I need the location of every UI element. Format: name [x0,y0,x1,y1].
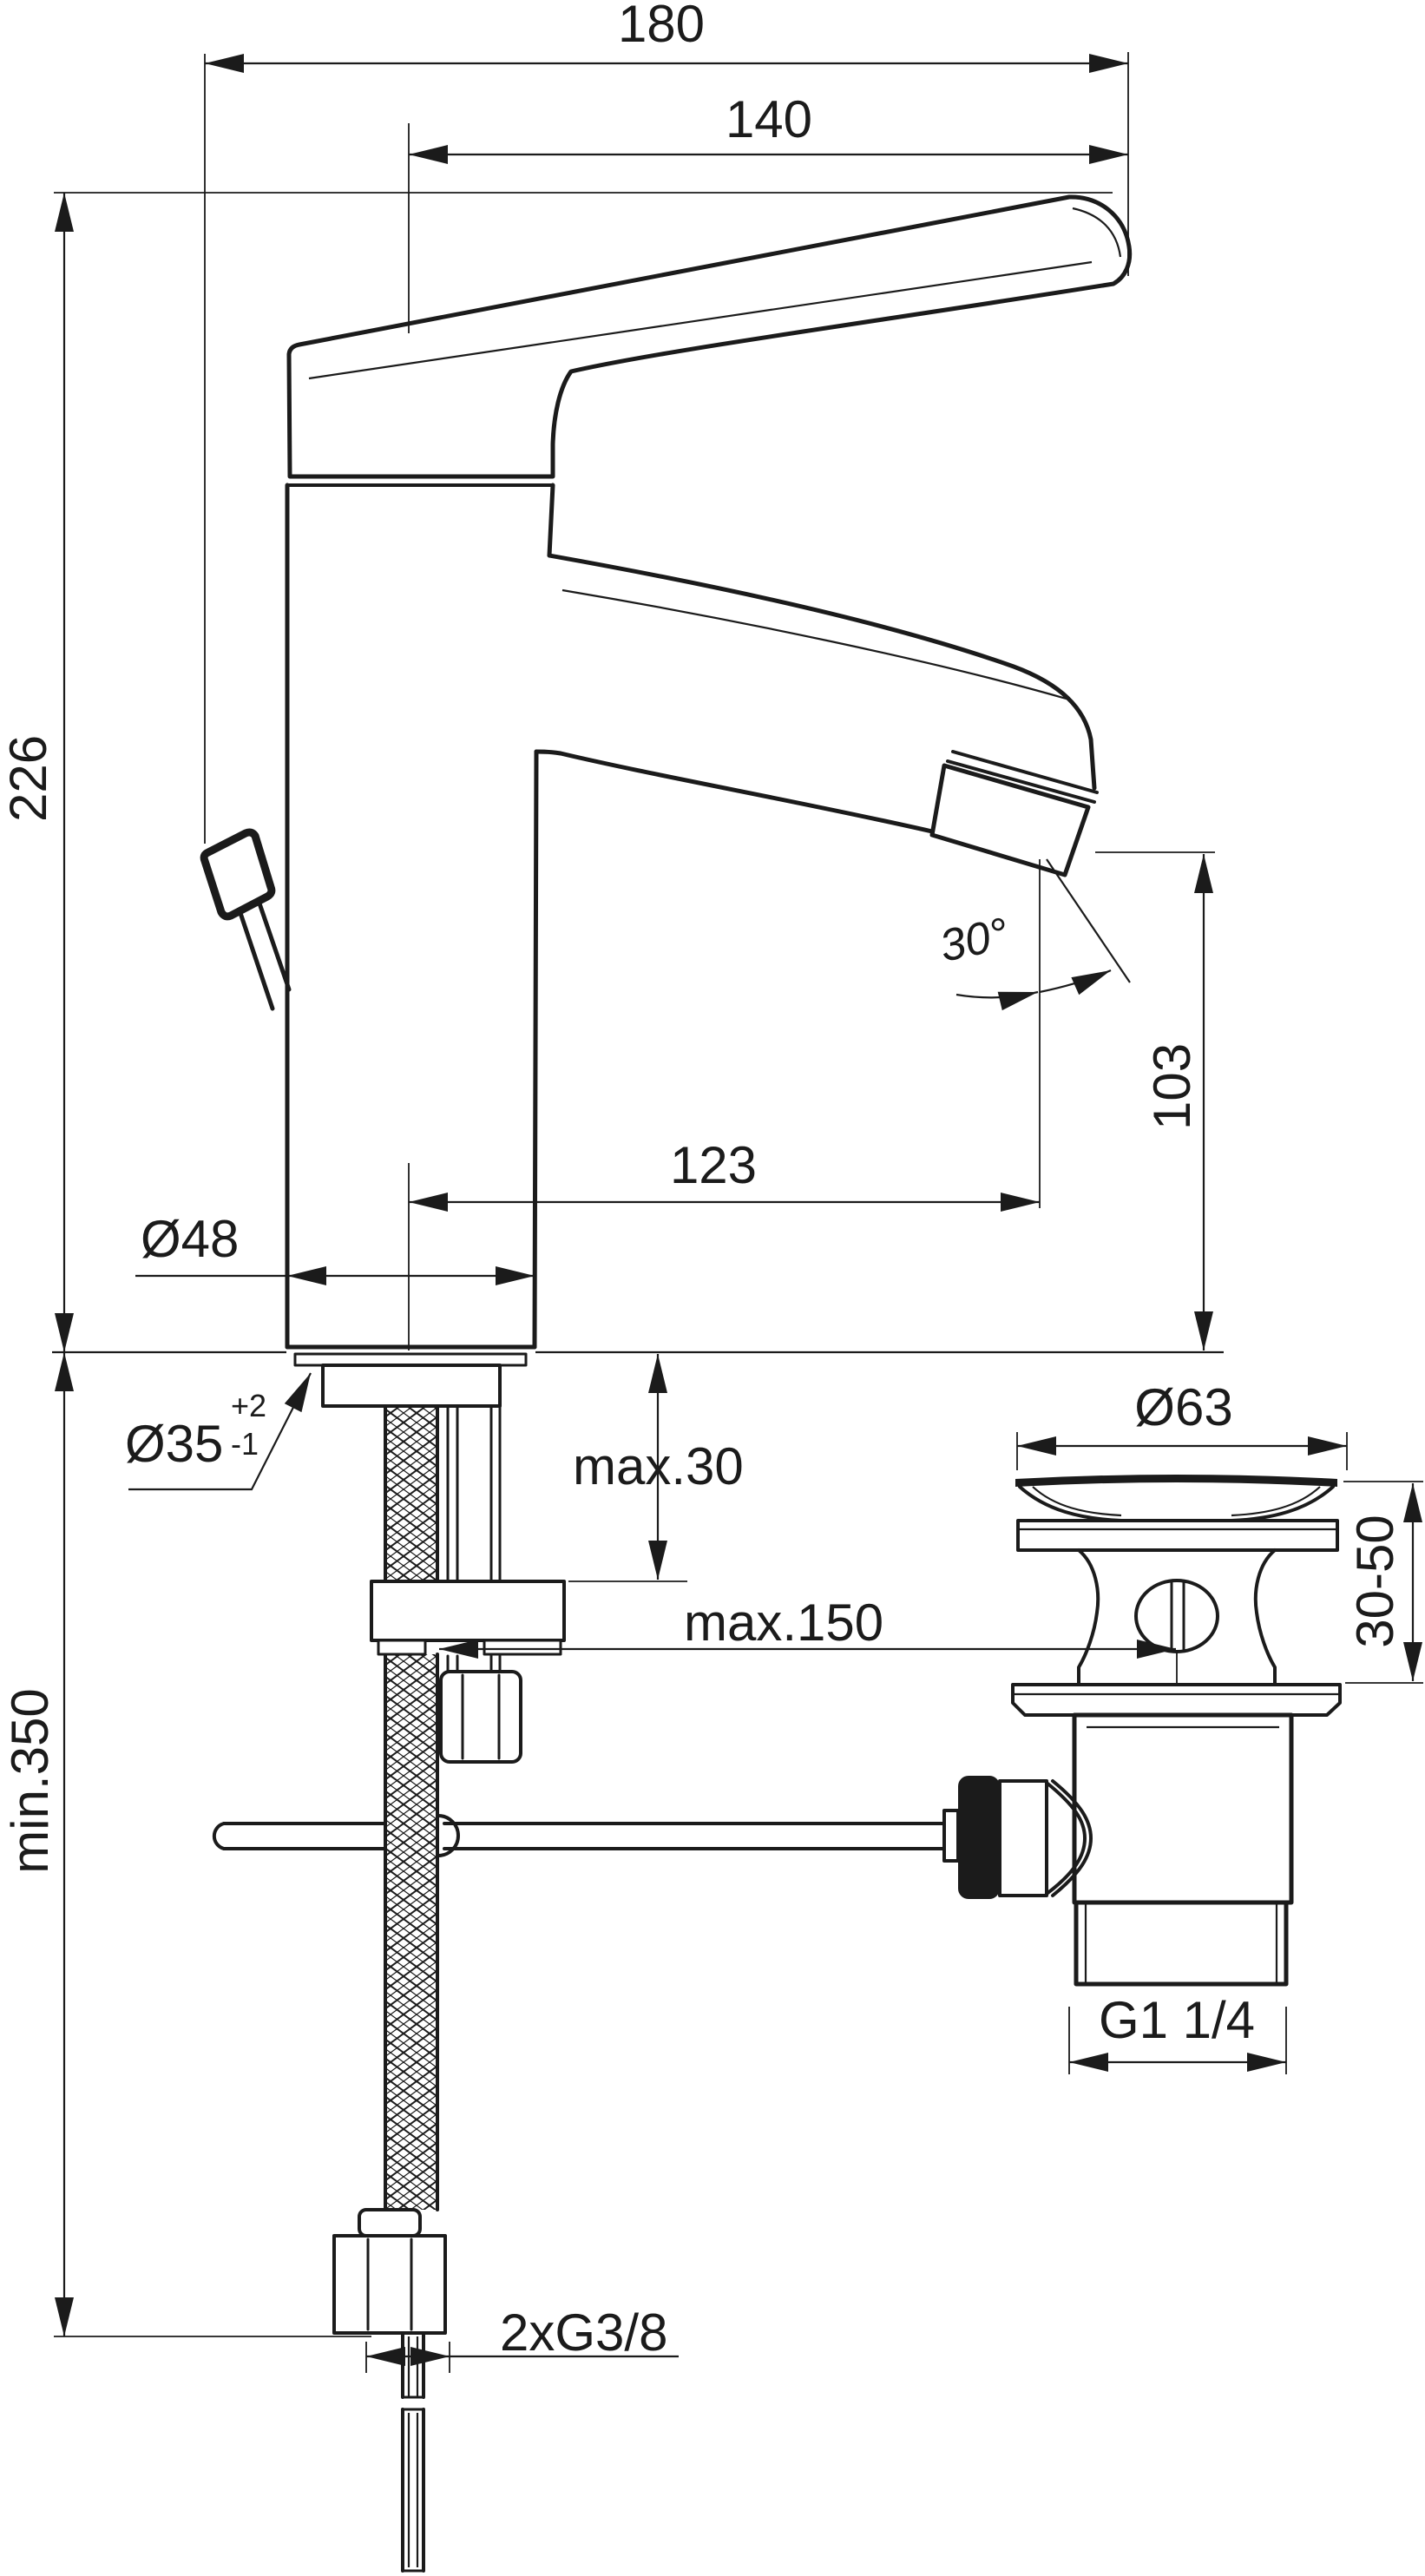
aerator-seam-2 [946,759,1096,804]
body-right-edge-lower [532,749,539,1350]
under-deck-parts [52,1350,1224,2573]
label-waste-thread: G1 1/4 [1099,1991,1255,2049]
spout-top-edge [547,553,1097,791]
drain-knob-stem-2 [257,901,292,992]
waste-trumpet-inner-right [1231,1486,1321,1517]
dimension-lines [55,54,1422,2366]
extension-lines [54,52,1423,2373]
faucet-outline [200,194,1133,1408]
label-spout-angle: 30° [936,909,1013,972]
angle-arc-left [955,990,1039,1011]
label-basin-range: 30-50 [1346,1515,1404,1647]
label-hole-diameter: Ø35 [125,1415,223,1473]
label-spout-reach: 123 [670,1136,757,1194]
mounting-nut [439,1670,522,1764]
aerator [929,763,1091,877]
waste-lower-plate [1011,1683,1342,1717]
waste-tailpiece [1074,1900,1289,1987]
waste-upper-body-left [1077,1548,1100,1686]
dimension-labels: 180 140 226 30° 103 123 Ø48 Ø35 +2 -1 ma… [0,0,1404,2362]
mounting-washer [370,1580,566,1656]
waste-flange-top [1015,1475,1337,1487]
lever-handle [286,194,1133,479]
mounting-shank [446,1404,502,1673]
label-body-diameter: Ø48 [141,1210,239,1268]
lever-tip-line [1072,207,1122,258]
pull-rod [212,1814,946,1857]
drain-knob-stem-1 [238,910,275,1011]
label-hole-tol-plus: +2 [231,1388,266,1423]
waste-ball-joint [942,1776,1093,1899]
hose-tail-tube [401,2331,425,2573]
waste-trumpet-left [1018,1485,1123,1522]
label-hole-tol-minus: -1 [231,1426,259,1462]
angle-arc-right [1039,969,1112,996]
waste-trumpet-inner-left [1032,1486,1122,1517]
waste-body [1072,1712,1294,1905]
body-right-edge-upper [547,483,555,558]
label-outlet-height: 103 [1143,1043,1201,1130]
label-rod-reach: max.150 [684,1594,883,1652]
drain-knob [200,828,276,921]
label-total-height: 226 [0,735,57,822]
waste-trumpet-right [1230,1485,1335,1522]
label-deck-thickness: max.30 [573,1437,744,1495]
label-supply-thread: 2xG3/8 [500,2303,667,2362]
label-flange-diameter: Ø63 [1134,1378,1232,1436]
lever-highlight-line [308,260,1093,380]
waste-rim-plate [1016,1519,1339,1552]
base-block [321,1364,502,1408]
spout-crease-line [561,588,1070,701]
hose-end-nut [332,2208,447,2335]
popup-waste [942,1475,1342,1987]
spout-underside [534,749,935,834]
label-handle-reach: 140 [726,90,812,148]
label-hose-length: min.350 [1,1688,59,1873]
leader-dia35 [128,1372,312,1491]
waste-upper-body-right [1253,1548,1277,1686]
aerator-seam-1 [951,750,1099,794]
waste-side-port [1134,1579,1219,1653]
supply-hose [384,1404,439,2211]
label-overall-width: 180 [618,0,705,53]
